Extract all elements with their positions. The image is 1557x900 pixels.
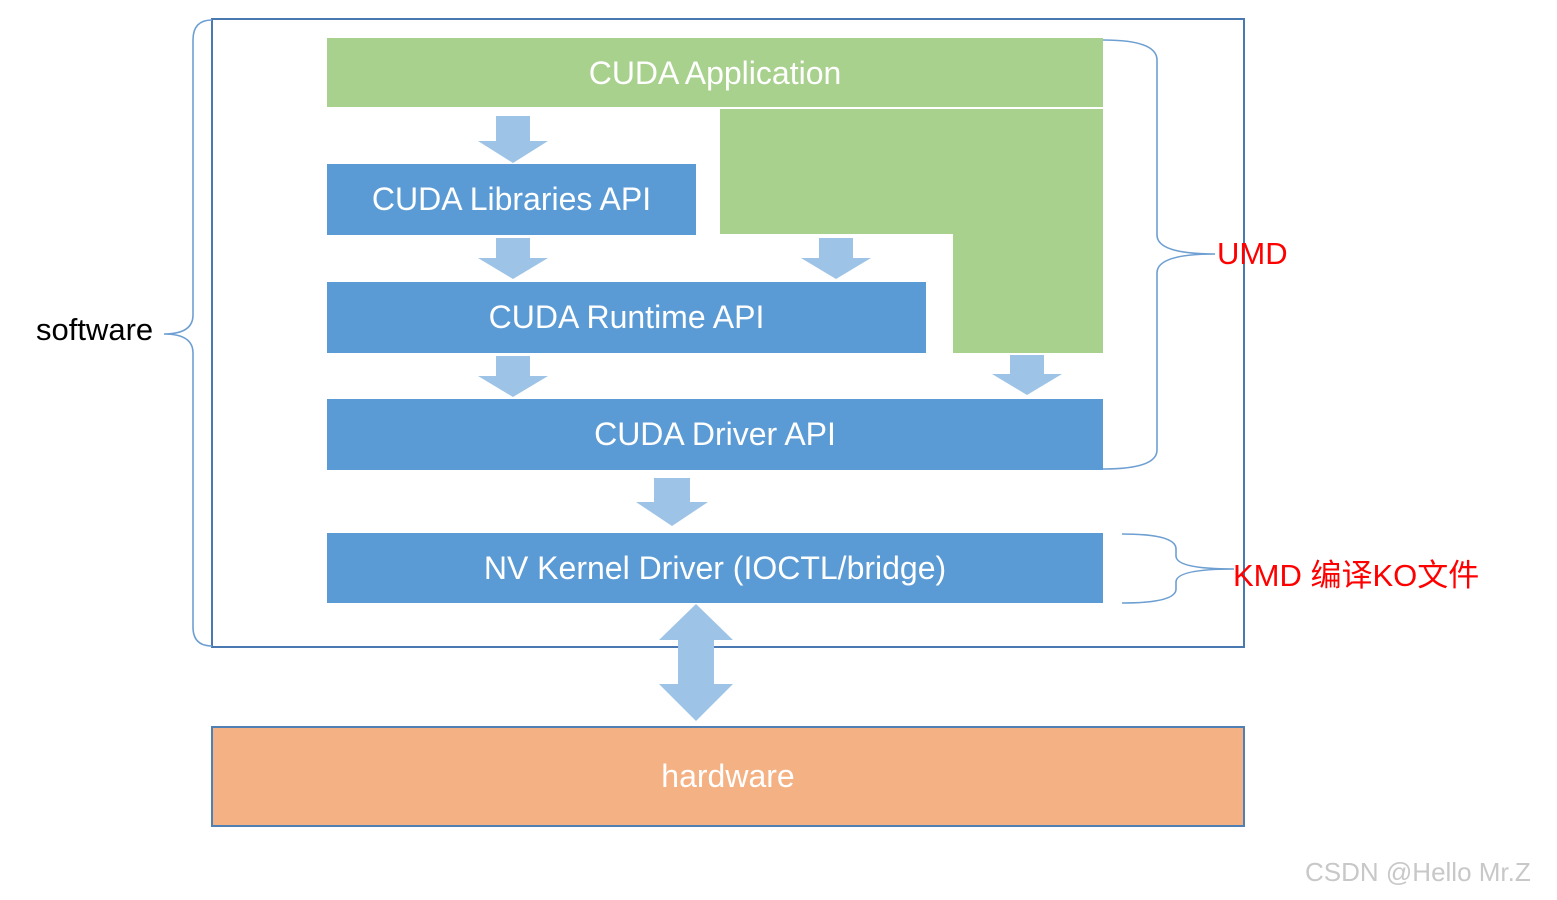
umd-label: UMD	[1217, 236, 1288, 271]
watermark-text: CSDN @Hello Mr.Z	[1305, 857, 1531, 887]
nv-kernel-driver-box: NV Kernel Driver (IOCTL/bridge)	[327, 533, 1103, 603]
cuda-application-text: CUDA Application	[588, 54, 842, 91]
software-frame	[211, 18, 1245, 648]
arrow-runtime-to-driver	[478, 356, 548, 397]
hardware-text: hardware	[661, 758, 795, 794]
arrow-app-to-libraries	[478, 116, 548, 163]
arrow-kernel-hardware-bidirectional	[659, 604, 733, 721]
kmd-label: KMD 编译KO文件	[1233, 558, 1480, 593]
cuda-application-label: CUDA Application	[327, 38, 1103, 108]
hardware-box: hardware	[211, 726, 1245, 827]
cuda-libraries-api-box: CUDA Libraries API	[327, 164, 696, 235]
cuda-driver-api-box: CUDA Driver API	[327, 399, 1103, 470]
kmd-brace	[1121, 533, 1235, 604]
cuda-libraries-api-text: CUDA Libraries API	[371, 181, 652, 217]
arrow-app-to-runtime	[801, 238, 871, 279]
cuda-runtime-api-box: CUDA Runtime API	[327, 282, 926, 353]
software-brace	[163, 19, 213, 647]
software-label: software	[36, 312, 154, 347]
cuda-runtime-api-text: CUDA Runtime API	[488, 299, 765, 335]
arrow-libraries-to-runtime	[478, 238, 548, 279]
arrow-app-to-driver	[992, 355, 1062, 395]
nv-kernel-driver-text: NV Kernel Driver (IOCTL/bridge)	[483, 549, 947, 586]
arrow-driver-to-kernel	[636, 478, 708, 526]
cuda-driver-api-text: CUDA Driver API	[594, 416, 836, 452]
umd-brace	[1102, 39, 1216, 470]
application-l-shape	[327, 38, 1103, 353]
